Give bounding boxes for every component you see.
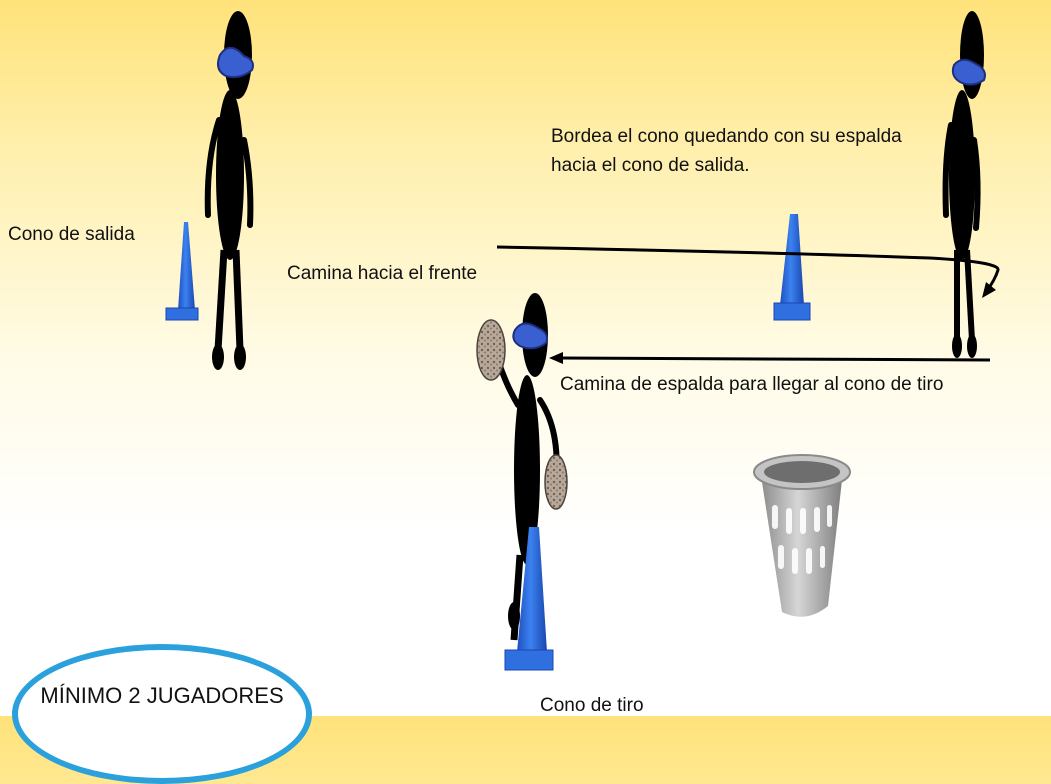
traffic-cone-shot — [504, 527, 554, 671]
person-figure-shooter — [476, 293, 568, 641]
path-walk-forward — [496, 245, 1000, 298]
cap-icon — [512, 322, 548, 350]
walk-backward-label: Camina de espalda para llegar al cono de… — [560, 374, 944, 395]
walk-forward-label: Camina hacia el frente — [287, 263, 478, 284]
traffic-cone-middle — [773, 214, 811, 321]
cap-icon — [951, 58, 986, 86]
person-figure-turn — [942, 11, 986, 358]
cap-icon — [217, 46, 254, 79]
start-cone-label: Cono de salida — [8, 224, 135, 245]
min-players-text: MÍNIMO 2 JUGADORES — [40, 683, 284, 708]
person-figure-start — [204, 11, 254, 370]
arrow-head-icon — [982, 282, 996, 298]
traffic-cone-start — [165, 222, 199, 321]
min-players-badge: MÍNIMO 2 JUGADORES — [12, 644, 312, 784]
ring-icon — [544, 454, 568, 510]
go-around-label: Bordea el cono quedando con su espalda h… — [551, 126, 902, 176]
shot-cone-label: Cono de tiro — [540, 695, 644, 716]
ring-icon — [476, 319, 506, 381]
scene — [165, 11, 1000, 671]
basket-icon — [753, 454, 851, 617]
path-walk-backward — [549, 352, 991, 364]
arrow-left-icon — [549, 352, 563, 364]
